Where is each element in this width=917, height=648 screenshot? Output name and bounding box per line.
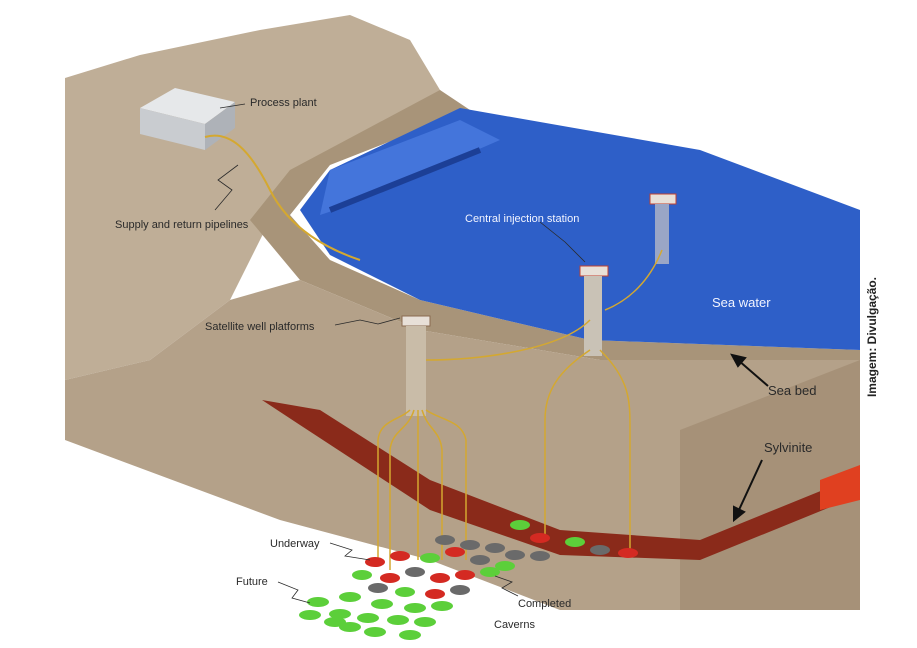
label-future: Future — [236, 576, 268, 588]
image-credit: Imagem: Divulgação. — [865, 276, 879, 398]
label-underway: Underway — [270, 538, 320, 550]
label-sea-water: Sea water — [712, 295, 771, 310]
coastal-slope — [250, 90, 860, 360]
cross-section-front — [65, 280, 860, 610]
arrows — [730, 353, 769, 523]
label-satellite-wells: Satellite well platforms — [205, 321, 315, 333]
label-central-injection: Central injection station — [465, 213, 579, 225]
label-sylvinite: Sylvinite — [764, 440, 812, 455]
sea-shallow — [320, 120, 500, 215]
caverns — [299, 520, 638, 640]
far-platform-riser — [655, 204, 669, 264]
sea-channel — [328, 147, 482, 213]
central-injection-platform — [579, 265, 609, 277]
process-plant-roof — [140, 88, 235, 124]
far-platform — [649, 193, 677, 205]
leader-lines — [214, 103, 586, 604]
supply-return-pipeline — [204, 134, 361, 261]
label-process-plant: Process plant — [250, 97, 317, 109]
label-caverns: Caverns — [494, 619, 535, 631]
label-supply-return: Supply and return pipelines — [115, 219, 249, 231]
well-pipelines — [377, 249, 663, 570]
satellite-platform — [401, 315, 431, 327]
central-injection-riser — [584, 276, 602, 356]
label-completed: Completed — [518, 598, 571, 610]
process-plant-front — [140, 108, 205, 150]
sylvinite-side-highlight — [820, 465, 860, 510]
satellite-riser — [406, 326, 426, 416]
label-sea-bed: Sea bed — [768, 383, 816, 398]
process-plant-side — [205, 102, 235, 150]
sylvinite-layer — [262, 400, 860, 560]
